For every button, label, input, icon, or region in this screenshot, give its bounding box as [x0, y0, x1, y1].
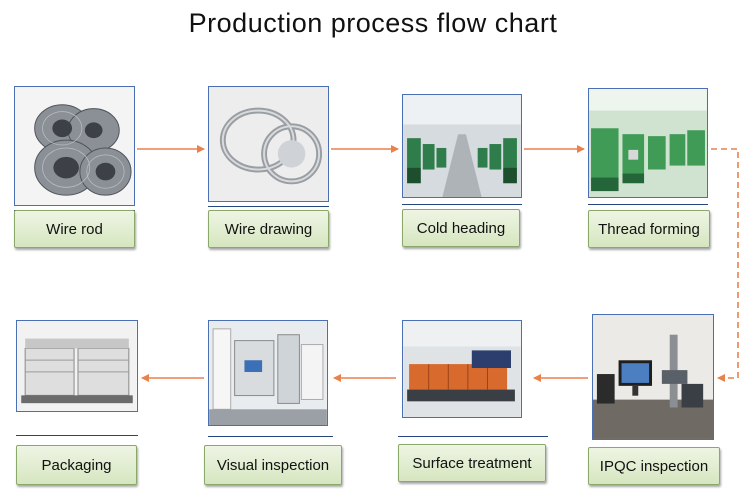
step-label-wire-drawing: Wire drawing: [208, 210, 329, 248]
step-photo-thread-forming: [588, 88, 708, 198]
step-photo-wire-rod: [14, 86, 135, 206]
photo-underline: [402, 204, 522, 205]
step-photo-ipqc-inspection: [592, 314, 714, 440]
step-photo-surface-treatment: [402, 320, 522, 418]
photo-underline: [208, 436, 333, 437]
step-label-visual-inspection: Visual inspection: [204, 445, 342, 485]
step-label-wire-rod: Wire rod: [14, 210, 135, 248]
step-photo-cold-heading: [402, 94, 522, 198]
step-photo-visual-inspection: [208, 320, 328, 426]
step-label-thread-forming: Thread forming: [588, 210, 710, 248]
step-photo-packaging: [16, 320, 138, 412]
photo-underline: [16, 435, 138, 436]
chart-title: Production process flow chart: [188, 8, 558, 38]
step-label-surface-treatment: Surface treatment: [398, 444, 546, 482]
step-photo-wire-drawing: [208, 86, 329, 202]
photo-underline: [398, 436, 548, 437]
step-label-ipqc-inspection: IPQC inspection: [588, 447, 720, 485]
arrow-thread-forming-to-ipqc: [711, 148, 739, 382]
photo-underline: [588, 204, 708, 205]
step-label-packaging: Packaging: [16, 445, 137, 485]
step-label-cold-heading: Cold heading: [402, 209, 520, 247]
photo-underline: [208, 206, 329, 207]
